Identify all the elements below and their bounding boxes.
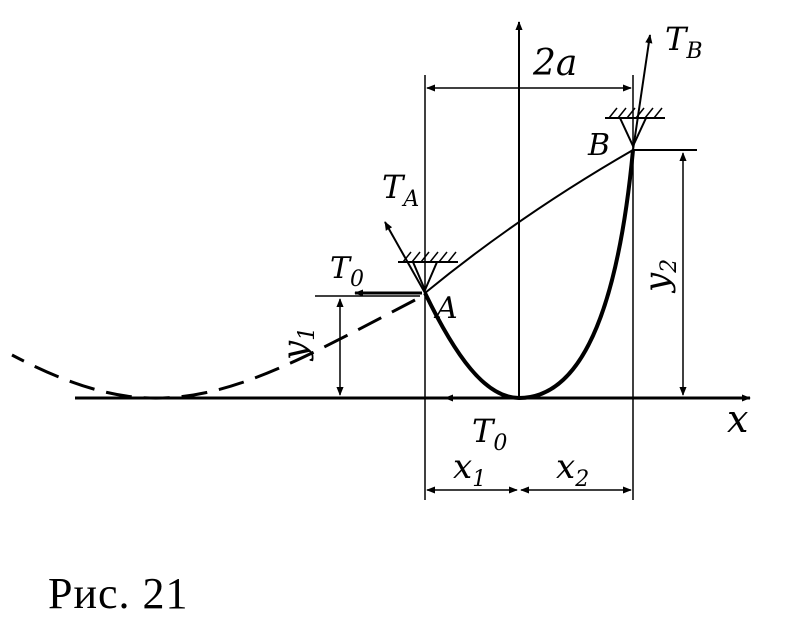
x-axis-label: x bbox=[727, 397, 748, 441]
width-label: 2a bbox=[532, 43, 577, 84]
tension-b-label: TB bbox=[665, 20, 703, 64]
horizontal-tension-bottom-label: T0 bbox=[472, 412, 507, 456]
y2-label: y2 bbox=[637, 259, 682, 294]
point-b-label: B bbox=[587, 128, 610, 163]
figure-caption: Рис. 21 bbox=[48, 569, 189, 618]
y1-label: y1 bbox=[275, 327, 320, 362]
x2-label: x2 bbox=[556, 447, 589, 492]
tension-b-arrow bbox=[632, 34, 653, 151]
horizontal-tension-a-label: T0 bbox=[330, 251, 364, 292]
catenary-curve bbox=[423, 149, 635, 401]
chord-curve bbox=[424, 149, 634, 294]
support-a bbox=[398, 251, 458, 293]
x1-label: x1 bbox=[453, 447, 486, 492]
tension-a-arrow bbox=[384, 221, 426, 294]
dashed-continuation bbox=[11, 298, 416, 400]
point-a-label: A bbox=[433, 291, 458, 326]
tension-a-label: TA bbox=[382, 168, 419, 212]
